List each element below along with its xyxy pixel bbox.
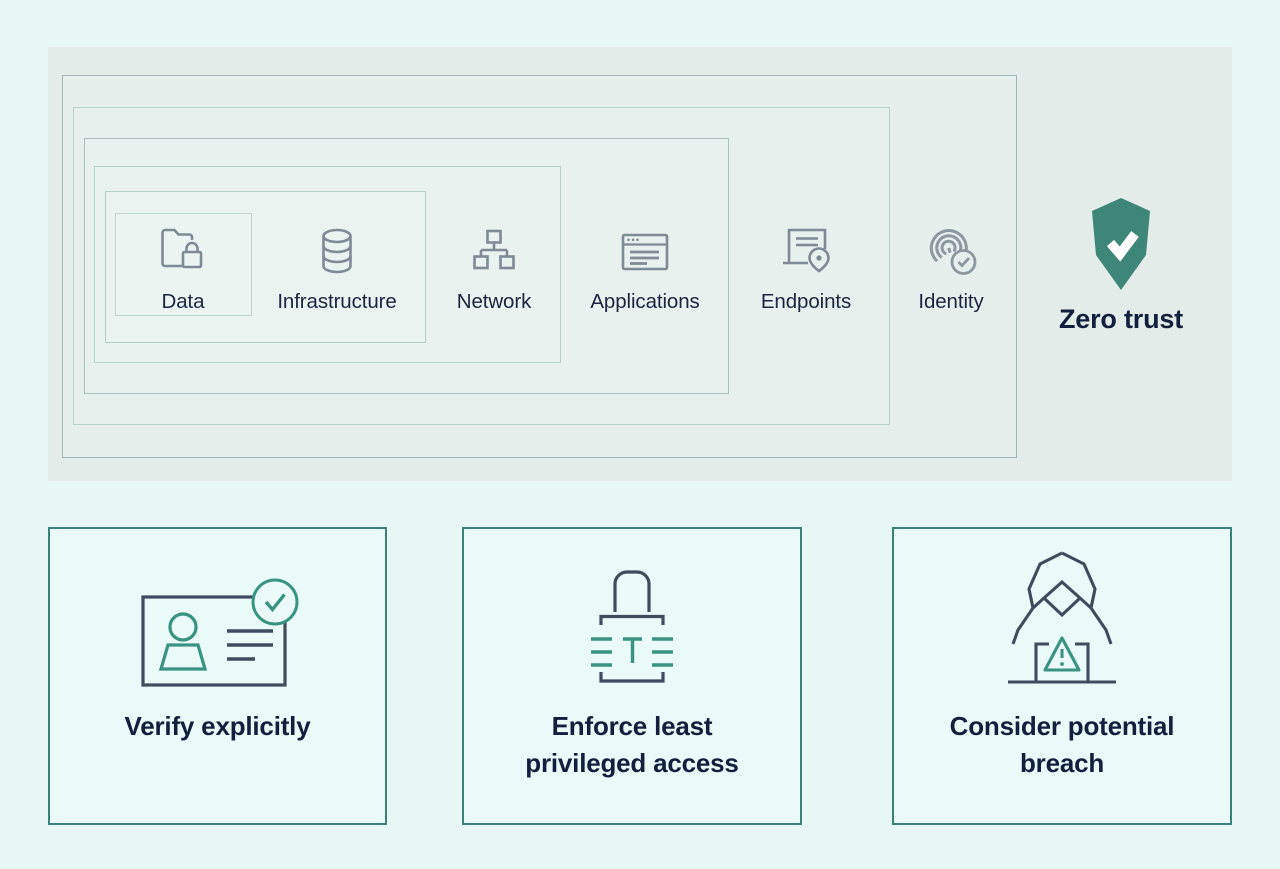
- layer-label-data: Data: [161, 290, 205, 313]
- layer-item-endpoints: Endpoints: [721, 215, 891, 314]
- zero-trust-label: Zero trust: [1058, 304, 1183, 334]
- layer-label-applications: Applications: [590, 290, 700, 313]
- browser-window-icon: [614, 215, 676, 281]
- principle-label-verify-explicitly: Verify explicitly: [124, 711, 311, 741]
- network-nodes-icon: [465, 215, 523, 281]
- zero-trust-result: Zero trust: [1026, 196, 1216, 335]
- hooded-hacker-breach-icon: [894, 529, 1230, 694]
- shield-check-icon: [1082, 196, 1160, 292]
- layer-label-network: Network: [456, 290, 532, 313]
- principle-card-verify-explicitly: Verify explicitly: [48, 527, 387, 825]
- layer-label-identity: Identity: [918, 290, 984, 313]
- layer-item-infrastructure: Infrastructure: [252, 215, 422, 314]
- principle-card-consider-potential-breach: Consider potential breach: [892, 527, 1232, 825]
- id-card-check-icon: [50, 529, 385, 694]
- layer-item-network: Network: [409, 215, 579, 314]
- layer-item-identity: Identity: [866, 215, 1036, 314]
- folder-lock-icon: [152, 215, 214, 281]
- layer-item-applications: Applications: [560, 215, 730, 314]
- layer-label-endpoints: Endpoints: [760, 290, 852, 313]
- padlock-icon: [464, 529, 800, 694]
- zero-trust-layers-panel: Data Infrastructure Network: [48, 47, 1232, 481]
- layer-item-data: Data: [98, 215, 268, 314]
- database-icon: [308, 215, 366, 281]
- principle-label-consider-potential-breach: Consider potential breach: [949, 711, 1175, 778]
- principle-label-enforce-least-privileged-access: Enforce least privileged access: [525, 711, 739, 778]
- layer-label-infrastructure: Infrastructure: [277, 290, 397, 313]
- fingerprint-check-icon: [921, 215, 981, 281]
- principle-card-enforce-least-privileged-access: Enforce least privileged access: [462, 527, 802, 825]
- device-location-icon: [775, 215, 837, 281]
